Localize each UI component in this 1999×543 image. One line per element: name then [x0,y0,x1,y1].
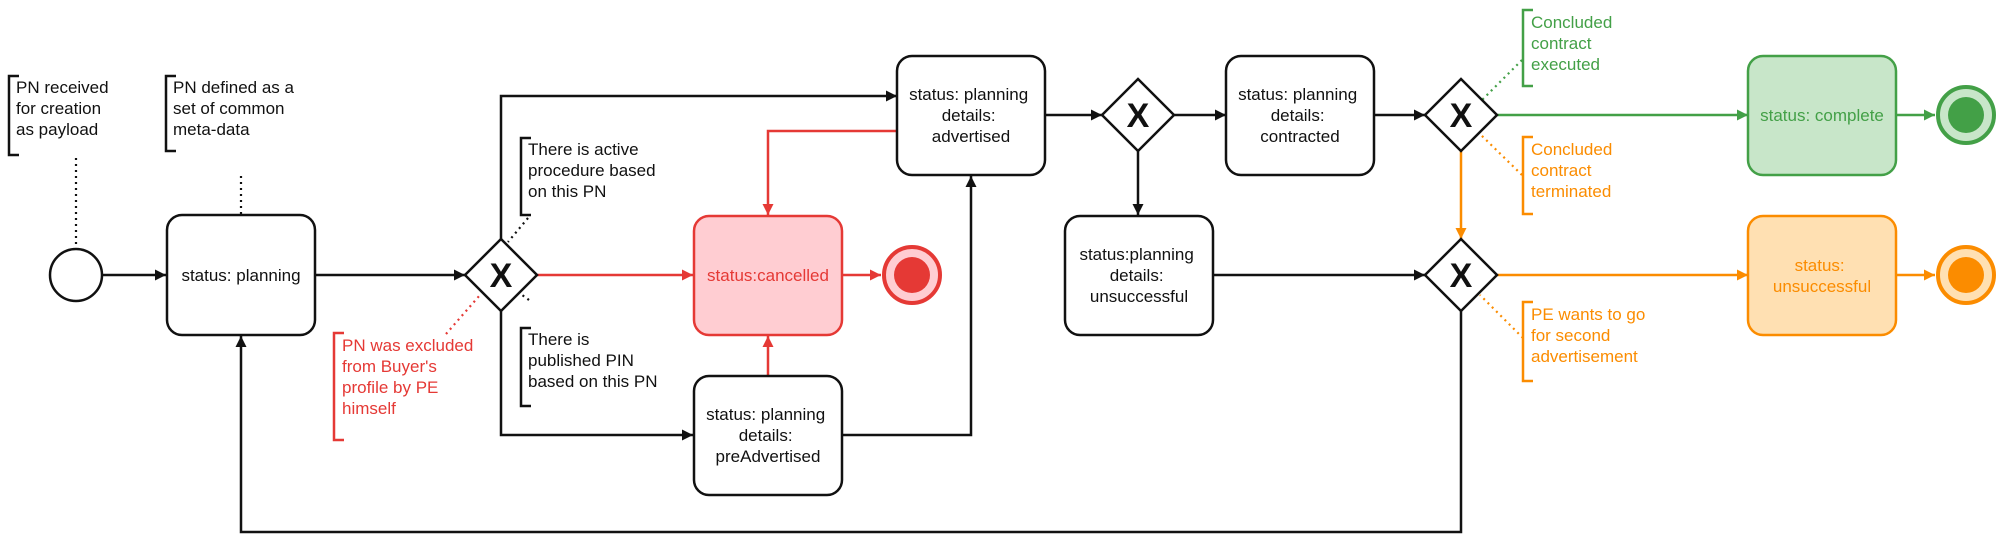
svg-text:PN was excluded from B: PN was excluded from Buyer's profile by … [342,336,478,418]
annotation-pn-excluded: PN was excluded from Buyer's profile by … [332,331,478,442]
gateway-2: X [1100,77,1176,153]
gateway-2-symbol: X [1127,97,1150,135]
task-cancelled-label: status:cancelled [707,266,829,285]
task-planning-label: status: planning [181,266,300,285]
gateway-3-symbol: X [1450,97,1473,135]
gateways: X X X X [463,77,1499,313]
sequence-flows [102,90,1935,534]
association-concluded-terminated [1479,133,1523,176]
svg-text:There is active proced: There is active procedure based on this … [528,140,660,201]
svg-text:There is published PIN: There is published PIN based on this PN [528,330,657,391]
flow-gateway1-to-preadvertised [499,311,693,441]
gateway-3: X [1423,77,1499,153]
start-event [48,247,104,303]
tasks: status: planning status:cancelled status… [165,54,1898,497]
task-unsuccessful-planning: status:planning details: unsuccessful [1063,214,1215,337]
gateway-4: X [1423,237,1499,313]
end-event-complete [1936,85,1996,145]
end-event-cancelled [882,245,942,305]
gateway-1: X [463,237,539,313]
annotation-published-pin: There is published PIN based on this PN [519,326,657,408]
annotation-concluded-terminated: Concluded contract terminated [1521,135,1617,216]
svg-text:Concluded contract: Concluded contract executed [1531,13,1617,74]
task-cancelled: status:cancelled [692,214,844,337]
flow-advertised-to-cancelled [762,129,897,215]
task-advertised: status: planning details: advertised [895,54,1047,177]
svg-text:Concluded contract: Concluded contract terminated [1531,140,1617,201]
svg-text:PN defined as a set of: PN defined as a set of common meta-data [173,78,299,139]
svg-text:PE wants to go for sec: PE wants to go for second advertisement [1531,305,1650,366]
task-complete-label: status: complete [1760,106,1884,125]
task-unsuccessful-planning-label: status:planning details: unsuccessful [1079,245,1198,306]
annotation-second-advertisement: PE wants to go for second advertisement [1521,300,1650,383]
svg-text:PN received for creati: PN received for creation as payload [16,78,113,139]
task-contracted-label: status: planning details: contracted [1238,85,1362,146]
gateway-1-symbol: X [490,257,513,295]
end-event-unsuccessful [1936,245,1996,305]
flow-preadvertised-to-advertised [843,176,977,437]
task-pre-advertised-label: status: planning details: preAdvertised [706,405,830,466]
association-active-procedure [507,217,529,243]
flow-gateway1-to-advertised [499,90,897,239]
association-second-advertisement [1479,294,1524,339]
task-planning: status: planning [165,213,317,337]
annotation-pn-received: PN received for creation as payload [7,74,113,157]
annotation-pn-defined: PN defined as a set of common meta-data [164,74,299,153]
association-pn-excluded [445,294,481,335]
task-pre-advertised: status: planning details: preAdvertised [692,374,844,497]
task-advertised-label: status: planning details: advertised [909,85,1033,146]
flow-gateway4-back-to-planning [235,311,1463,534]
task-unsuccessful: status: unsuccessful [1746,214,1898,337]
association-concluded-executed [1481,59,1523,101]
annotations: PN received for creation as payload PN d… [7,8,1650,442]
task-complete: status: complete [1746,54,1898,177]
task-contracted: status: planning details: contracted [1224,54,1376,177]
events [48,85,1996,305]
task-unsuccessful-label: status: unsuccessful [1773,256,1871,296]
annotation-concluded-executed: Concluded contract executed [1521,8,1617,88]
annotation-active-procedure: There is active procedure based on this … [519,136,660,217]
gateway-4-symbol: X [1450,257,1473,295]
